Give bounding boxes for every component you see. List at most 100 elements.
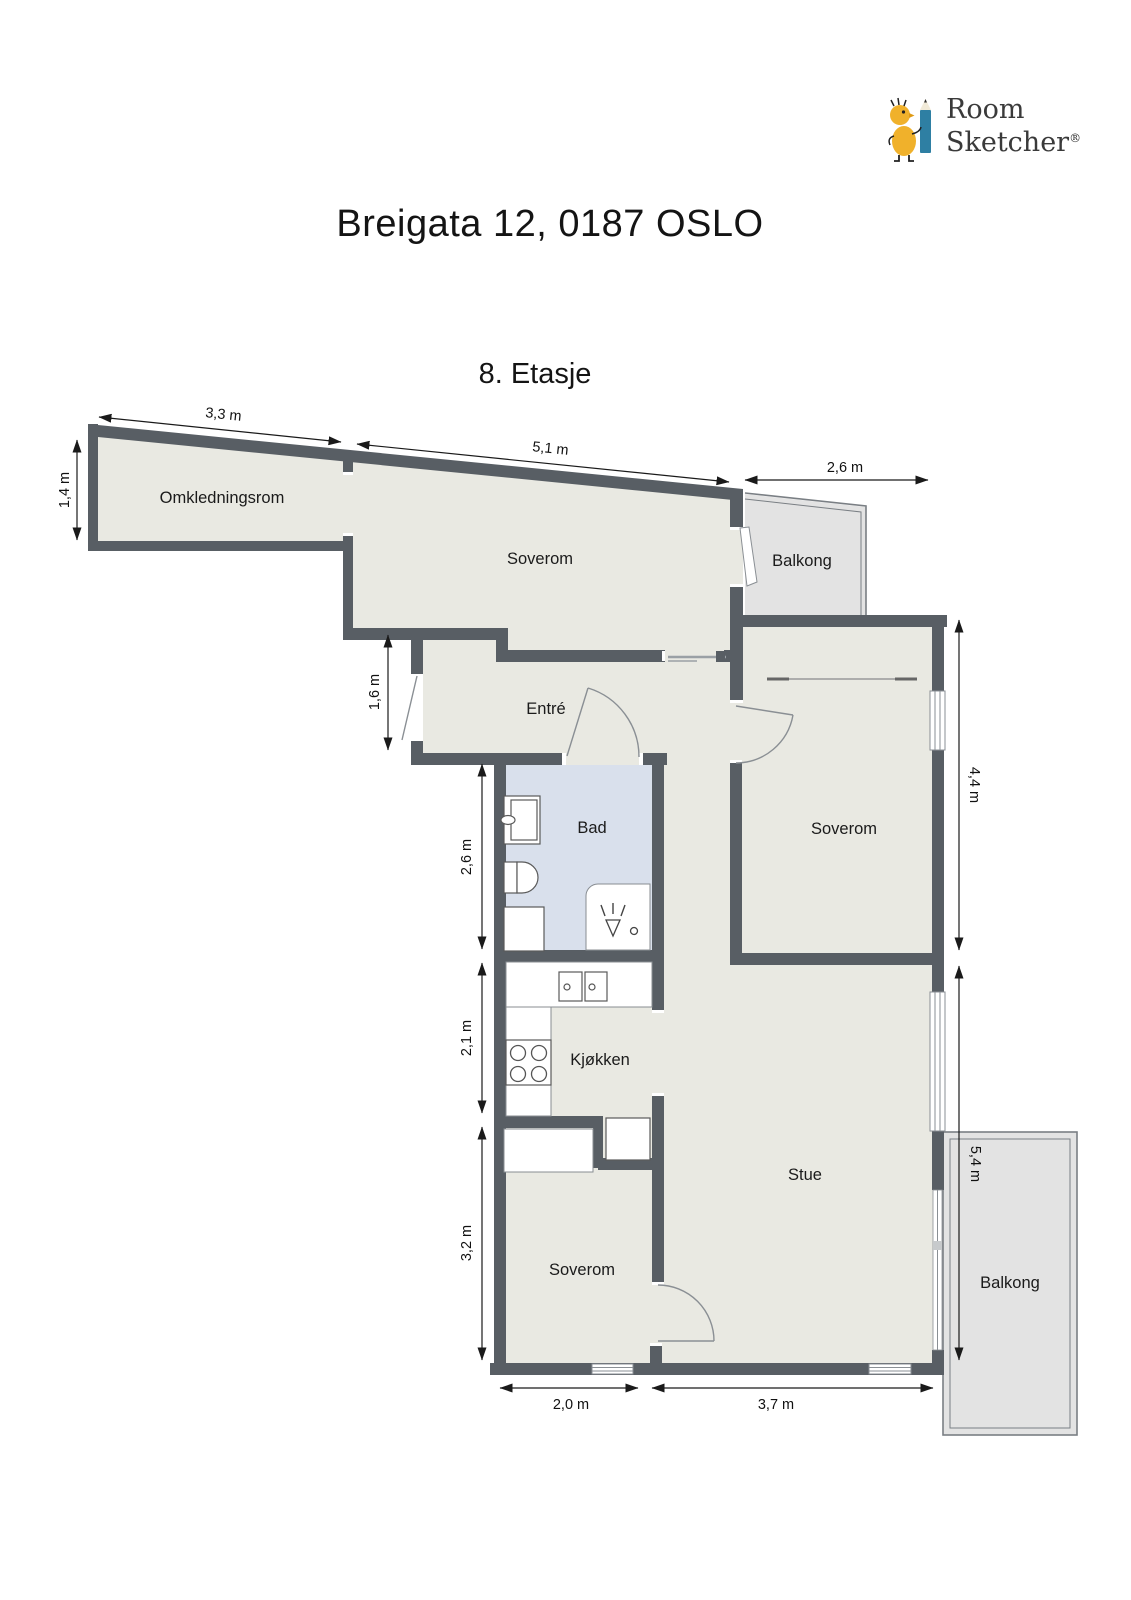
bedroom-door-arc bbox=[735, 714, 794, 764]
opening-cap bbox=[639, 753, 643, 765]
registered-mark: ® bbox=[1069, 131, 1082, 145]
wall-segment bbox=[730, 953, 944, 965]
balcony-door-opening bbox=[730, 529, 743, 586]
svg-text:3,3 m: 3,3 m bbox=[205, 405, 243, 425]
balcony-top-railing bbox=[744, 492, 867, 617]
opening-cap bbox=[652, 1093, 664, 1096]
svg-text:1,6 m: 1,6 m bbox=[367, 674, 383, 710]
svg-text:2,6 m: 2,6 m bbox=[827, 460, 863, 476]
wall-segment bbox=[932, 749, 944, 993]
balcony-bottom-floor bbox=[942, 1131, 1078, 1436]
room-floor-soverom-right bbox=[742, 627, 934, 957]
balcony-top bbox=[744, 492, 867, 617]
wall-segment bbox=[411, 632, 423, 674]
logo-line1: Room bbox=[946, 94, 1025, 125]
logo-wordmark: Room Sketcher® bbox=[946, 96, 1081, 157]
balcony-bottom-railing-inner bbox=[949, 1138, 1071, 1429]
window-bottom-soverom bbox=[591, 1363, 634, 1375]
svg-text:2,1 m: 2,1 m bbox=[459, 1020, 475, 1056]
bathroom-sink-icon bbox=[500, 795, 541, 845]
dimension-left-entre: 1,6 m bbox=[367, 634, 393, 751]
opening-cap bbox=[650, 1343, 662, 1346]
opening-cap bbox=[562, 753, 566, 765]
room-label-balkong-top: Balkong bbox=[772, 552, 832, 570]
wall-opening bbox=[343, 475, 353, 533]
roomsketcher-mascot-pencil-icon bbox=[888, 97, 931, 162]
opening-cap bbox=[730, 584, 743, 587]
opening-cap bbox=[343, 533, 353, 536]
wall-segment bbox=[743, 615, 947, 627]
room-floor-entre bbox=[417, 634, 740, 765]
wall-segment bbox=[730, 627, 743, 703]
room-label-balkong-bottom: Balkong bbox=[980, 1274, 1040, 1292]
entry-door-opening bbox=[411, 674, 423, 741]
roomsketcher-logo: Room Sketcher® bbox=[884, 96, 1081, 164]
svg-text:2,0 m: 2,0 m bbox=[553, 1397, 589, 1413]
wall-segment bbox=[494, 1116, 600, 1128]
kitchen-opening bbox=[652, 1013, 664, 1093]
wardrobe bbox=[503, 1128, 594, 1173]
dimension-top-soverom: 5,1 m bbox=[356, 439, 730, 486]
window-stue bbox=[929, 991, 946, 1132]
svg-text:1,4 m: 1,4 m bbox=[57, 472, 73, 508]
bedroom-bottom-door-opening bbox=[652, 1285, 664, 1343]
wall-segment bbox=[932, 1131, 944, 1190]
wall-segment bbox=[730, 586, 743, 627]
balcony-top-railing-inner bbox=[744, 498, 862, 617]
wall-segment bbox=[494, 950, 664, 962]
svg-text:5,4 m: 5,4 m bbox=[967, 1146, 983, 1182]
fridge-icon bbox=[605, 1117, 651, 1161]
bathroom-door-leaf bbox=[566, 687, 589, 757]
shower-icon bbox=[585, 883, 651, 951]
openings-and-doors bbox=[343, 472, 946, 1375]
entry-door-leaf bbox=[401, 675, 418, 741]
bedroom-door-leaf bbox=[735, 705, 794, 716]
room-floor-soverom-top bbox=[348, 455, 737, 666]
dimension-left-omkledningsrom: 1,4 m bbox=[57, 439, 82, 541]
logo-line2: Sketcher bbox=[946, 127, 1070, 158]
wall-segment bbox=[932, 615, 944, 692]
wall-segment bbox=[652, 753, 664, 1013]
room-floor-corridor bbox=[660, 763, 740, 963]
room-label-entre: Entré bbox=[526, 700, 565, 718]
dimensions: 3,3 m 5,1 m 2,6 m 1,4 m 1,6 m 2,6 m bbox=[57, 405, 983, 1413]
svg-text:2,6 m: 2,6 m bbox=[459, 839, 475, 875]
dimension-top-balkong: 2,6 m bbox=[744, 460, 929, 485]
page-title: Breigata 12, 0187 OSLO bbox=[336, 203, 764, 245]
room-floor-stue bbox=[658, 955, 936, 1367]
dimension-top-omkledningsrom: 3,3 m bbox=[98, 405, 342, 446]
opening-cap bbox=[343, 472, 353, 475]
balcony-top-floor bbox=[745, 494, 866, 617]
glass-wall-balcony bbox=[932, 1189, 943, 1351]
svg-text:3,7 m: 3,7 m bbox=[758, 1397, 794, 1413]
svg-text:4,4 m: 4,4 m bbox=[966, 767, 982, 803]
room-label-kjokken: Kjøkken bbox=[570, 1051, 630, 1069]
opening-cap bbox=[730, 760, 742, 763]
wall-segment bbox=[598, 1158, 664, 1170]
wall-segment bbox=[650, 1343, 662, 1363]
opening-cap bbox=[662, 651, 665, 661]
room-label-stue: Stue bbox=[788, 1166, 822, 1184]
toilet-icon bbox=[503, 861, 539, 894]
wall-segment bbox=[730, 763, 742, 955]
dimension-right-soverom: 4,4 m bbox=[954, 619, 982, 951]
room-label-soverom-bottom: Soverom bbox=[549, 1261, 615, 1279]
bedroom-door-opening bbox=[730, 703, 742, 763]
sliding-door-cap bbox=[716, 651, 725, 662]
room-labels: Omkledningsrom Soverom Balkong Entré Bad… bbox=[160, 489, 1040, 1292]
wall-segment bbox=[88, 424, 98, 551]
floor-label: 8. Etasje bbox=[478, 358, 592, 390]
wall-segment bbox=[343, 628, 508, 640]
wall-segment bbox=[593, 1116, 603, 1168]
room-floor-omkledningsrom bbox=[93, 429, 348, 546]
dimension-right-stue: 5,4 m bbox=[954, 965, 983, 1361]
dimension-left-bad: 2,6 m bbox=[459, 763, 487, 950]
dimension-bottom-soverom: 2,0 m bbox=[499, 1383, 639, 1413]
bathroom-door-arc bbox=[587, 687, 640, 758]
balcony-bottom bbox=[942, 1131, 1078, 1436]
opening-cap bbox=[652, 1010, 664, 1013]
room-label-soverom-top: Soverom bbox=[507, 550, 573, 568]
window-soverom-right bbox=[929, 690, 946, 751]
